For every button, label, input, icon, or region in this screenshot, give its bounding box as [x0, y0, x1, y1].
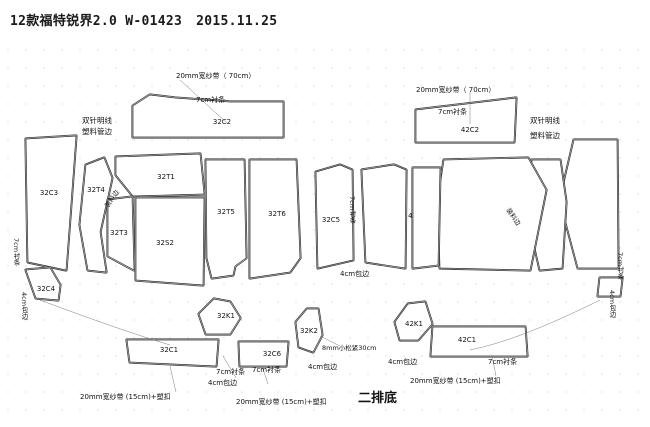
note-20mm-15cm-center: 20mm宽纱带 (15cm)+塑扣: [236, 397, 327, 406]
piece-label-32t6: 32T6: [268, 210, 286, 218]
note-7cm-liner-right: 7cm衬条: [438, 107, 467, 116]
connector-lines: [39, 79, 601, 393]
piece-label-32k1: 32K1: [217, 312, 235, 320]
piece-label-32c6: 32C6: [263, 350, 282, 358]
leader-line: [169, 365, 177, 393]
note-20mm-70cm-left: 20mm宽纱带（ 70cm）: [176, 71, 255, 80]
piece-label-32c3: 32C3: [40, 189, 58, 197]
pattern-piece-unlabeled: [596, 276, 624, 298]
header-date: 2015.11.25: [196, 14, 278, 29]
piece-label-32t5: 32T5: [217, 208, 235, 216]
note-30cm-elastic: 8mm小松紧30cm: [322, 343, 376, 352]
piece-label-32t4: 32T4: [87, 186, 105, 194]
piece-label-32k2: 32K2: [300, 327, 318, 335]
pattern-piece-unlabeled: [436, 156, 548, 272]
piece-label-42c2: 42C2: [461, 126, 479, 134]
header-title: 12款福特锐界2.0 W-01423: [10, 14, 183, 29]
leader-line: [491, 355, 497, 377]
pattern-piece-42c1: 42C1: [429, 325, 529, 358]
piece-label-32c4: 32C4: [37, 285, 56, 293]
pattern-piece-32k1: 32K1: [197, 297, 242, 336]
piece-label-32c5: 32C5: [322, 216, 340, 224]
pattern-piece-42c2: 42C2: [414, 96, 518, 144]
header: 12款福特锐界2.0 W-01423 2015.11.25: [10, 10, 291, 29]
note-7cm-42c1: 7cm衬条: [488, 357, 517, 366]
pattern-piece-32t6: 32T6: [248, 158, 302, 280]
pattern-piece-32c4: 32C4: [24, 266, 62, 302]
leader-line: [261, 365, 269, 385]
pattern-piece-32t5: 32T5: [204, 158, 248, 280]
leader-line: [469, 299, 601, 351]
pattern-piece-32t3: 32T3: [106, 195, 136, 272]
pattern-piece-32t1: 32T1: [114, 152, 206, 198]
leader-line: [319, 335, 341, 347]
piece-label-32c1: 32C1: [160, 346, 178, 354]
pattern-piece-unlabeled: [558, 138, 620, 270]
pattern-pieces: 32C2 42C2 32C3 32T4 32T1 32T3 32S2 32T5 32T6 32C5…: [24, 93, 624, 368]
pattern-piece-32c2: 32C2: [131, 93, 285, 139]
note-20mm-70cm-right: 20mm宽纱带（ 70cm）: [416, 85, 495, 94]
piece-label-32t1: 32T1: [157, 173, 175, 181]
note-double-needle-right-1: 双针明线: [530, 115, 560, 125]
pattern-piece-32c5: 32C5: [314, 163, 355, 270]
pattern-piece-32s2: 32S2: [134, 196, 206, 287]
piece-label-32s2: 32S2: [156, 239, 174, 247]
note-20mm-15cm-right: 20mm宽纱带 (15cm)+塑扣: [410, 376, 501, 385]
note-4cm-k2: 4cm包边: [308, 362, 337, 371]
note-double-needle-left-2: 塑料管边: [82, 126, 112, 136]
note-double-needle-right-2: 塑料管边: [530, 130, 560, 140]
note-7cm-c6: 7cm衬条: [252, 365, 281, 374]
note-4cm-c5: 4cm包边: [340, 269, 369, 278]
note-7cm-liner-left: 7cm衬条: [196, 95, 225, 104]
leader-line: [179, 79, 229, 125]
note-7cm-side-right: 7cm衬条: [616, 252, 624, 279]
piece-label-42k1: 42K1: [405, 320, 423, 328]
note-4cm-side-left: 4cm包边: [20, 292, 28, 320]
note-7cm-c1: 7cm衬条: [216, 367, 245, 376]
pattern-piece-32t4: 32T4: [78, 156, 114, 274]
note-7cm-c5: 7cm衬条: [348, 196, 356, 223]
leader-line: [39, 299, 171, 346]
pattern-piece-42t5: 42T5: [360, 163, 426, 270]
pattern-piece-32c6: 32C6: [237, 340, 290, 368]
note-4cm-42k1: 4cm包边: [388, 357, 417, 366]
pattern-piece-42k1: 42K1: [393, 300, 434, 342]
pattern-piece-32c1: 32C1: [125, 338, 220, 368]
leader-line: [222, 355, 237, 379]
piece-label-32t3: 32T3: [110, 229, 128, 237]
piece-label-42c1: 42C1: [458, 336, 476, 344]
note-double-needle-left-1: 双针明线: [82, 115, 112, 125]
note-4cm-c1: 4cm包边: [208, 378, 237, 387]
footer-label: 二排底: [358, 390, 397, 406]
pattern-piece-32c3: 32C3: [24, 134, 78, 272]
note-7cm-side-left: 7cm衬条: [12, 238, 20, 265]
note-4cm-side-right: 4cm包边: [608, 290, 616, 318]
pattern-piece-32k2: 32K2: [294, 307, 324, 354]
pattern-piece-unlabeled: [411, 166, 442, 270]
note-20mm-15cm-left: 20mm宽纱带 (15cm)+塑扣: [80, 392, 171, 401]
piece-label-32c2: 32C2: [213, 118, 231, 126]
